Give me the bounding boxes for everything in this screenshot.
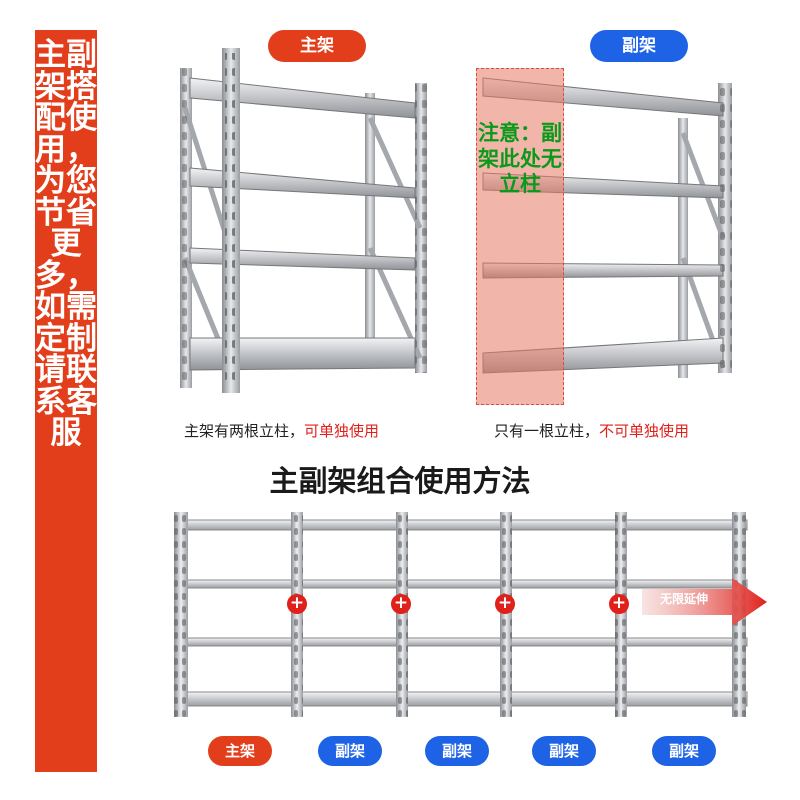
main-caption-plain: 主架有两根立柱， bbox=[184, 422, 305, 440]
extend-label: 无限延伸 bbox=[660, 592, 709, 606]
combined-shelf-image bbox=[174, 512, 767, 717]
bottom-sub-label: 副架 bbox=[425, 736, 489, 766]
main-caption-highlight: 可单独使用 bbox=[304, 422, 380, 440]
plus-icon: + bbox=[609, 594, 629, 614]
main-shelf-image bbox=[180, 48, 427, 393]
side-banner: 主副架搭配使用，为您节省更多，如需定制请联系客服 bbox=[35, 30, 97, 772]
plus-icon: + bbox=[391, 594, 411, 614]
main-shelf-caption: 主架有两根立柱，可单独使用 bbox=[184, 420, 379, 441]
bottom-main-label: 主架 bbox=[208, 736, 272, 766]
bottom-sub-label: 副架 bbox=[652, 736, 716, 766]
sub-shelf-label: 副架 bbox=[590, 30, 688, 62]
plus-icon: + bbox=[495, 594, 515, 614]
sub-caption-plain: 只有一根立柱， bbox=[494, 422, 600, 440]
main-shelf-label: 主架 bbox=[268, 30, 366, 62]
sub-shelf-caption: 只有一根立柱，不可单独使用 bbox=[494, 420, 689, 441]
side-banner-text: 主副架搭配使用，为您节省更多，如需定制请联系客服 bbox=[35, 37, 97, 451]
bottom-sub-label: 副架 bbox=[318, 736, 382, 766]
plus-icon: + bbox=[287, 594, 307, 614]
bottom-sub-label: 副架 bbox=[532, 736, 596, 766]
no-upright-note: 注意：副架此处无立柱 bbox=[476, 68, 564, 405]
sub-caption-highlight: 不可单独使用 bbox=[599, 422, 690, 440]
section-title: 主副架组合使用方法 bbox=[269, 464, 531, 498]
no-upright-note-text: 注意：副架此处无立柱 bbox=[478, 121, 562, 196]
